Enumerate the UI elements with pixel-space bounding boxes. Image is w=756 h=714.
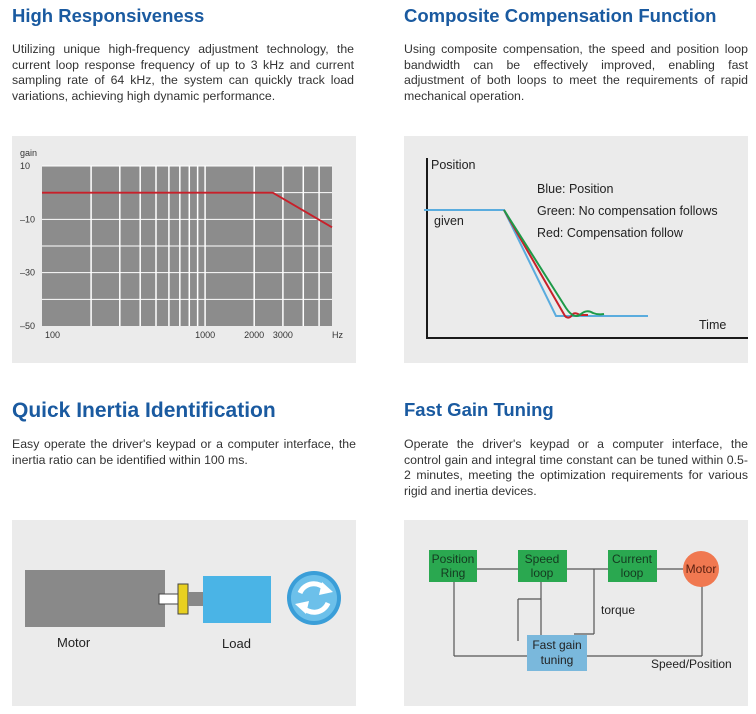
fast-gain-tuning-description: Operate the driver's keypad or a compute… xyxy=(404,437,748,498)
load-label: Load xyxy=(222,636,251,651)
shaft xyxy=(158,593,180,605)
x-tick-label: 1000 xyxy=(195,330,215,340)
refresh-icon xyxy=(287,571,341,625)
fast-gain-tuning-title: Fast Gain Tuning xyxy=(404,399,554,420)
x-tick-label: 2000 xyxy=(244,330,264,340)
inertia-diagram-panel: Motor Load xyxy=(12,520,356,706)
inertia-diagram: Motor Load xyxy=(25,570,341,651)
high-responsiveness-title: High Responsiveness xyxy=(12,5,205,26)
current-loop-label-1: Current xyxy=(612,552,653,566)
fast-gain-tuning-label-1: Fast gain xyxy=(532,638,581,652)
y-tick-label: –50 xyxy=(20,321,35,331)
composite-compensation-description: Using composite compensation, the speed … xyxy=(404,42,748,103)
y-axis-label: gain xyxy=(20,148,37,158)
position-ring-block xyxy=(429,550,477,582)
signal-lines xyxy=(453,568,703,657)
torque-label: torque xyxy=(601,603,635,617)
fast-gain-tuning-label-2: tuning xyxy=(541,653,574,667)
position-series-line xyxy=(424,209,648,317)
position-ring-label-1: Position xyxy=(432,552,475,566)
speed-loop-block xyxy=(518,550,567,582)
x-axis-label: Time xyxy=(699,318,726,332)
motor-label: Motor xyxy=(57,635,91,650)
legend-red: Red: Compensation follow xyxy=(537,226,684,240)
position-ring-label-2: Ring xyxy=(441,566,466,580)
fast-gain-tuning-block xyxy=(527,635,587,671)
gain-tuning-diagram: Position Ring Speed loop Current loop Mo… xyxy=(429,550,732,671)
speed-loop-label-1: Speed xyxy=(525,552,560,566)
legend-blue: Blue: Position xyxy=(537,182,613,196)
x-tick-label: 100 xyxy=(45,330,60,340)
speed-position-label: Speed/Position xyxy=(651,657,732,671)
motor-circle-label: Motor xyxy=(686,562,717,576)
high-responsiveness-description: Utilizing unique high-frequency adjustme… xyxy=(12,42,354,103)
speed-loop-label-2: loop xyxy=(531,566,554,580)
gain-tuning-diagram-panel: Position Ring Speed loop Current loop Mo… xyxy=(404,520,748,706)
x-axis-unit-label: Hz xyxy=(332,330,343,340)
given-label: given xyxy=(434,214,464,228)
no-compensation-series-line xyxy=(503,209,605,317)
position-response-chart: Position Time given Blue: Position Green… xyxy=(424,158,748,339)
quick-inertia-description: Easy operate the driver's keypad or a co… xyxy=(12,437,356,467)
current-loop-label-2: loop xyxy=(621,566,644,580)
gain-series-line xyxy=(42,191,333,229)
motor-block xyxy=(25,570,165,627)
legend-green: Green: No compensation follows xyxy=(537,204,718,218)
motor-circle xyxy=(683,551,719,587)
load-shaft xyxy=(188,592,204,606)
x-tick-label: 3000 xyxy=(273,330,293,340)
position-chart-panel: Position Time given Blue: Position Green… xyxy=(404,136,748,363)
y-tick-label: –30 xyxy=(20,268,35,278)
quick-inertia-title: Quick Inertia Identification xyxy=(12,399,276,422)
coupling xyxy=(177,583,189,615)
y-axis-label: Position xyxy=(431,158,476,172)
y-tick-label: 10 xyxy=(20,161,30,171)
current-loop-block xyxy=(608,550,657,582)
y-tick-label: –10 xyxy=(20,214,35,224)
composite-compensation-title: Composite Compensation Function xyxy=(404,5,717,26)
compensation-series-line xyxy=(503,209,588,319)
load-block xyxy=(203,576,271,623)
